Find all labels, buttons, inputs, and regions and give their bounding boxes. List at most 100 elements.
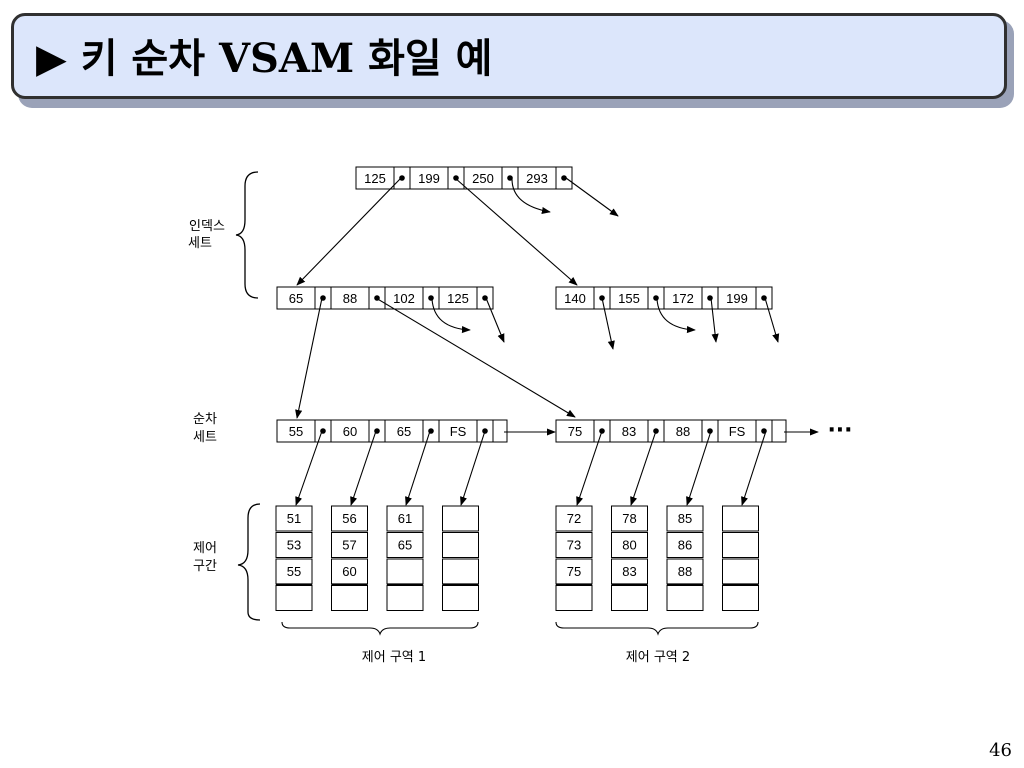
index-top-node-pointer-dot bbox=[507, 175, 513, 181]
control-area-2-record-cell bbox=[722, 558, 759, 585]
control-area-2-record-value: 72 bbox=[567, 511, 581, 526]
arrow-index-to-right bbox=[454, 177, 578, 286]
arrow-seq-fs-right bbox=[741, 430, 767, 506]
index-top-node: 125 199 250 293 bbox=[355, 166, 573, 190]
control-area-1-record-cell bbox=[331, 532, 368, 558]
control-area-2-record-value: 73 bbox=[567, 538, 581, 553]
control-area-2-record-value: 85 bbox=[678, 511, 692, 526]
control-area-1-record-cell bbox=[386, 532, 424, 558]
arrow-102-curve bbox=[431, 298, 471, 334]
index-top-node-key-label: 250 bbox=[472, 171, 494, 186]
control-area-2-record-value: 88 bbox=[678, 564, 692, 579]
sequence-set-left-node-key-label: 55 bbox=[289, 424, 303, 439]
control-area-2-record-cell bbox=[555, 585, 593, 611]
sequence-set-right-node-key-label: 83 bbox=[622, 424, 636, 439]
control-area-1-record-value: 61 bbox=[398, 511, 412, 526]
control-area-1-record-value: 65 bbox=[398, 538, 412, 553]
control-area-2-record-cell bbox=[555, 505, 593, 532]
control-area-2-record-value: 83 bbox=[622, 564, 636, 579]
arrow-index-to-left bbox=[296, 177, 402, 286]
index-top-node-key-label: 125 bbox=[364, 171, 386, 186]
control-area-1-record-cell bbox=[442, 558, 479, 585]
arrow-seq-65 bbox=[405, 430, 431, 506]
title-banner bbox=[11, 13, 1007, 99]
sequence-set-right-node: 75 83 88 FS bbox=[555, 419, 787, 443]
control-area-2-record-cell bbox=[611, 558, 648, 585]
control-area-2-interval: 78 80 83 bbox=[611, 505, 648, 611]
sequence-set-right-node-key-label: FS bbox=[729, 424, 746, 439]
arrow-172-down bbox=[710, 297, 719, 343]
control-interval-label-1: 제어 bbox=[193, 541, 217, 556]
continuation-dots: ··· bbox=[827, 418, 852, 443]
control-area-2-record-cell bbox=[555, 532, 593, 558]
control-area-1-record-value: 57 bbox=[342, 538, 356, 553]
sequence-set-left-node-key-label: 60 bbox=[343, 424, 357, 439]
arrow-125-down bbox=[485, 297, 505, 343]
index-top-node-key-label: 293 bbox=[526, 171, 548, 186]
sequence-set-label-2: 세트 bbox=[193, 430, 217, 445]
control-interval-brace bbox=[237, 503, 261, 621]
arrow-seq-55 bbox=[295, 430, 323, 506]
control-area-2-record-cell bbox=[666, 505, 704, 532]
sequence-set-left-node-key-label: 65 bbox=[397, 424, 411, 439]
control-area-2-record-cell bbox=[611, 532, 648, 558]
index-set-label-1: 인덱스 bbox=[189, 219, 225, 234]
sequence-set-label-1: 순차 bbox=[193, 412, 217, 427]
arrow-seq-83 bbox=[630, 430, 657, 506]
control-area-2-record-cell bbox=[666, 532, 704, 558]
slide-title: ▶ 키 순차 VSAM 화일 예 bbox=[36, 35, 493, 82]
control-area-1-record-value: 51 bbox=[287, 511, 301, 526]
index-level2-right-node-key-label: 172 bbox=[672, 291, 694, 306]
sequence-set-left-node: 55 60 65 FS bbox=[276, 419, 508, 443]
arrow-seq-88 bbox=[686, 430, 712, 506]
control-area-1-label: 제어 구역 1 bbox=[362, 650, 426, 665]
index-level2-left-node-pointer-dot bbox=[428, 295, 434, 301]
control-area-1-record-cell bbox=[442, 585, 479, 611]
control-area-2-record-cell bbox=[722, 532, 759, 558]
index-set-brace bbox=[235, 171, 259, 299]
index-level2-left-node-key-label: 125 bbox=[447, 291, 469, 306]
control-interval-label-2: 구간 bbox=[193, 559, 217, 574]
control-area-2-record-value: 80 bbox=[622, 538, 636, 553]
control-area-1-record-value: 55 bbox=[287, 564, 301, 579]
control-area-1-record-value: 53 bbox=[287, 538, 301, 553]
page-number: 46 bbox=[989, 740, 1012, 761]
control-area-1-record-cell bbox=[386, 558, 424, 585]
control-area-2-record-value: 75 bbox=[567, 564, 581, 579]
control-area-2-record-value: 86 bbox=[678, 538, 692, 553]
control-area-2-record-value: 78 bbox=[622, 511, 636, 526]
arrow-seq-60 bbox=[350, 430, 377, 506]
index-set-label-2: 세트 bbox=[188, 236, 212, 251]
sequence-set-right-node-key-label: 88 bbox=[676, 424, 690, 439]
control-area-1-interval: 51 53 55 bbox=[275, 505, 313, 611]
control-area-2-record-cell bbox=[722, 585, 759, 611]
control-area-1-interval: 61 65 bbox=[386, 505, 424, 611]
index-level2-right-node-key-label: 199 bbox=[726, 291, 748, 306]
index-top-node-pointer-dot bbox=[561, 175, 567, 181]
control-area-1-record-cell bbox=[331, 505, 368, 532]
control-area-1-record-cell bbox=[442, 532, 479, 558]
control-area-2-record-cell bbox=[722, 505, 759, 532]
sequence-set-left-node-link-cell bbox=[492, 419, 508, 443]
sequence-set-right-node-key-label: 75 bbox=[568, 424, 582, 439]
arrow-65-to-seq-left bbox=[295, 297, 323, 419]
control-area-1-record-cell bbox=[442, 505, 479, 532]
control-area-2-record-cell bbox=[666, 558, 704, 585]
control-area-1-record-cell bbox=[331, 558, 368, 585]
control-area-2-interval bbox=[722, 505, 759, 611]
sequence-set-left-node-key-label: FS bbox=[450, 424, 467, 439]
index-top-node-key-label: 199 bbox=[418, 171, 440, 186]
control-area-2-label: 제어 구역 2 bbox=[626, 650, 690, 665]
control-area-2-brace bbox=[555, 621, 759, 636]
index-level2-left-node-key-label: 88 bbox=[343, 291, 357, 306]
control-area-1-record-cell bbox=[275, 585, 313, 611]
arrow-140-down bbox=[601, 297, 615, 350]
arrow-index-250-curve bbox=[511, 178, 551, 215]
control-area-1-record-cell bbox=[386, 505, 424, 532]
arrow-155-curve bbox=[656, 298, 696, 334]
arrow-seq-fs-left bbox=[460, 430, 486, 506]
control-area-1-record-cell bbox=[275, 532, 313, 558]
